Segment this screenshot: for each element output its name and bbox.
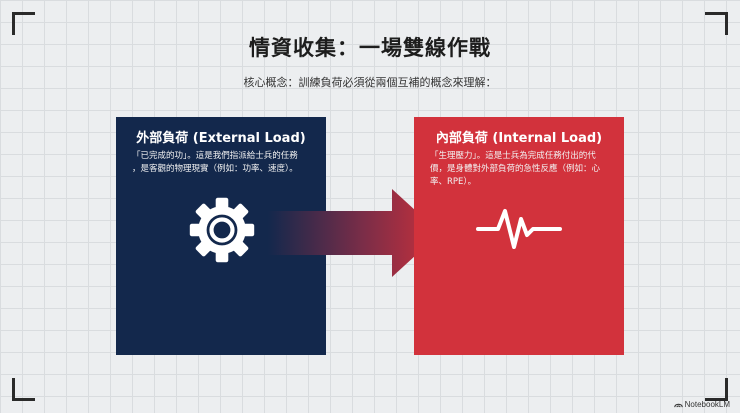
internal-desc-line: 價，是身體對外部負荷的急性反應（例如：心 bbox=[430, 164, 601, 174]
external-desc-line: 「已完成的功」。這是我們指派給士兵的任務 bbox=[132, 151, 298, 161]
frame-corner-bottom-right bbox=[705, 378, 728, 401]
internal-desc-line: 率、RPE）。 bbox=[430, 177, 477, 187]
external-load-description: 「已完成的功」。這是我們指派給士兵的任務 ，是客觀的物理現實（例如：功率、速度）… bbox=[132, 150, 314, 176]
notebooklm-brand: NotebookLM bbox=[673, 400, 730, 409]
arrow-right-icon bbox=[268, 189, 440, 277]
internal-load-title: 內部負荷 (Internal Load) bbox=[435, 131, 603, 146]
heartbeat-pulse-icon bbox=[476, 209, 562, 249]
internal-load-panel: 內部負荷 (Internal Load) 「生理壓力」。這是士兵為完成任務付出的… bbox=[414, 117, 624, 355]
page-title: 情資收集：一場雙線作戰 bbox=[249, 36, 491, 60]
external-load-title: 外部負荷 (External Load) bbox=[136, 131, 306, 146]
notebooklm-logo-icon bbox=[673, 403, 683, 408]
gear-icon bbox=[189, 197, 255, 263]
brand-label: NotebookLM bbox=[684, 400, 730, 409]
page-subtitle: 核心概念：訓練負荷必須從兩個互補的概念來理解： bbox=[243, 76, 497, 89]
frame-corner-bottom-left bbox=[12, 378, 35, 401]
internal-desc-line: 「生理壓力」。這是士兵為完成任務付出的代 bbox=[430, 151, 596, 161]
internal-load-description: 「生理壓力」。這是士兵為完成任務付出的代 價，是身體對外部負荷的急性反應（例如：… bbox=[430, 150, 612, 189]
external-desc-line: ，是客觀的物理現實（例如：功率、速度）。 bbox=[132, 164, 298, 174]
frame-corner-top-left bbox=[12, 12, 35, 35]
frame-corner-top-right bbox=[705, 12, 728, 35]
